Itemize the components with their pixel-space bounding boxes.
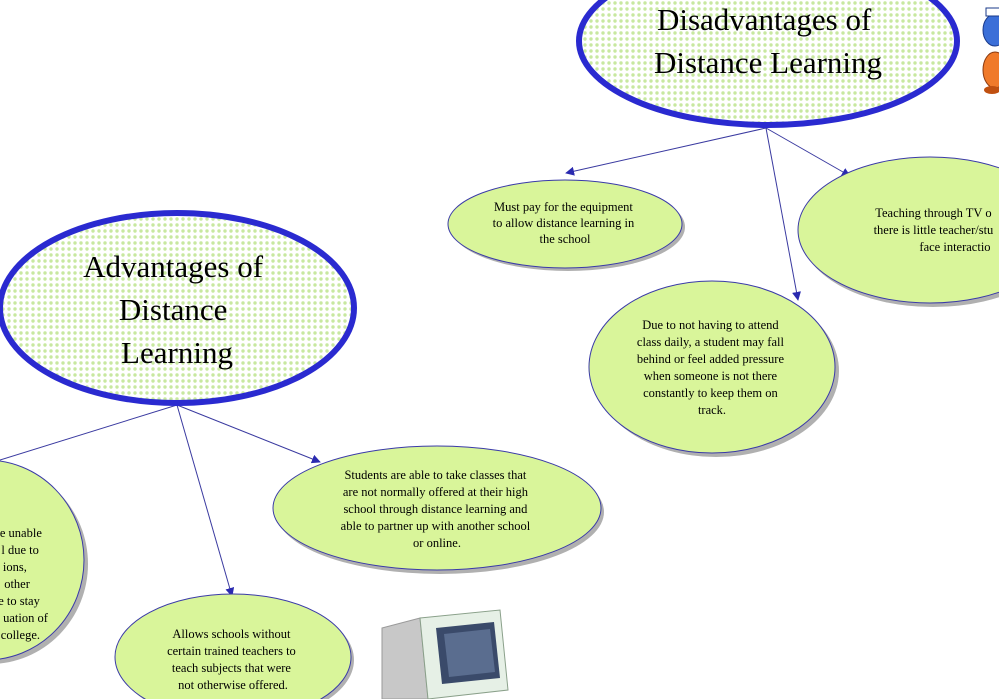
disadvantages-title-line: Disadvantages of — [657, 2, 872, 37]
node-fall-behind-text: Due to not having to attend class daily,… — [637, 318, 787, 417]
advantages-title: Advantages of Distance Learning — [83, 249, 271, 370]
disadvantages-connectors — [565, 127, 851, 301]
disadvantages-title-line: Distance Learning — [654, 45, 882, 80]
node-untrained-teachers-text: Allows schools without certain trained t… — [167, 627, 299, 692]
advantages-title-line: Learning — [121, 335, 233, 370]
node-equipment-cost: Must pay for the equipment to allow dist… — [447, 179, 685, 271]
advantages-title-node: Advantages of Distance Learning — [0, 210, 357, 406]
cartoon-figure-icon — [982, 7, 999, 94]
node-untrained-teachers: Allows schools without certain trained t… — [114, 593, 354, 699]
node-partner-classes: Students are able to take classes that a… — [272, 445, 604, 574]
advantages-title-line: Distance — [119, 292, 227, 327]
advantages-connectors — [0, 404, 321, 597]
computer-monitor-icon — [381, 609, 509, 699]
connector-to-fall-behind — [765, 127, 801, 301]
connector-to-left-node — [0, 404, 178, 461]
node-tv-teaching-text: Teaching through TV o there is little te… — [874, 206, 997, 254]
disadvantages-title-node: Disadvantages of Distance Learning — [576, 0, 960, 128]
node-equipment-cost-text: Must pay for the equipment to allow dist… — [493, 200, 638, 246]
node-fall-behind: Due to not having to attend class daily,… — [588, 280, 839, 457]
advantages-title-line: Advantages of — [83, 249, 264, 284]
connector-to-partner-classes — [176, 404, 321, 464]
node-partner-classes-text: Students are able to take classes that a… — [341, 468, 534, 550]
connector-to-untrained-teachers — [176, 404, 235, 597]
node-left-partial: e unable l due to ions, other e to stay … — [0, 460, 88, 664]
connector-to-equipment — [565, 127, 767, 176]
connector-to-tv-teaching — [765, 127, 851, 177]
disadvantages-title: Disadvantages of Distance Learning — [654, 2, 882, 80]
node-tv-teaching: Teaching through TV o there is little te… — [797, 156, 999, 307]
node-left-partial-text: e unable l due to ions, other e to stay … — [0, 526, 51, 642]
